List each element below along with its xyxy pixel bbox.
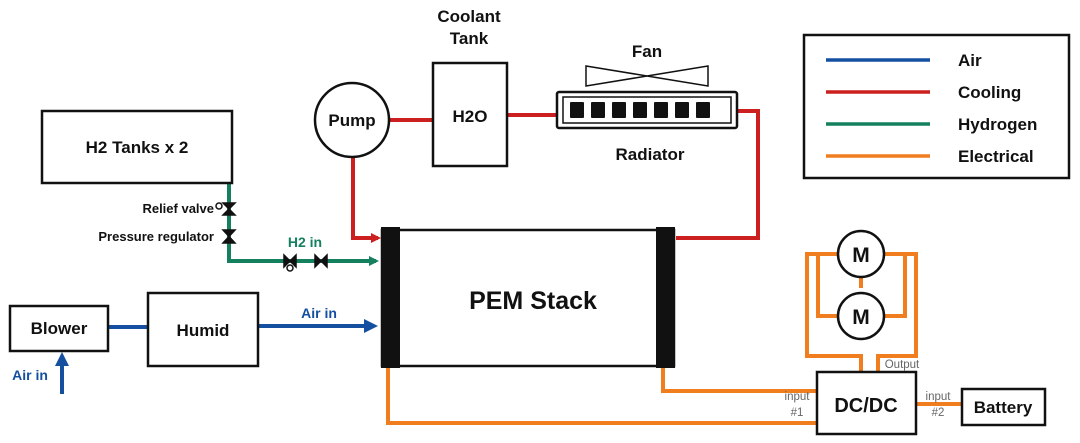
fan-label: Fan — [632, 42, 662, 61]
output-label: Output — [885, 359, 920, 371]
motor2-right-lead — [876, 254, 907, 318]
pem-stack-left-end-plate — [381, 227, 400, 368]
humid-label: Humid — [177, 321, 230, 340]
legend-label-hydrogen: Hydrogen — [958, 115, 1037, 134]
battery-label: Battery — [974, 398, 1033, 417]
motor2-left-lead — [816, 254, 846, 318]
battery-box — [960, 387, 1047, 427]
input2-label-line2: #2 — [932, 407, 945, 419]
motor-1-circle — [836, 229, 886, 279]
pem-stack-label: PEM Stack — [469, 287, 597, 315]
input1-label-line1: input — [785, 391, 811, 403]
fan-icon — [585, 65, 709, 87]
pump-label: Pump — [328, 111, 375, 130]
legend-label-electrical: Electrical — [958, 147, 1034, 166]
coolant-tank-title-line2: Tank — [450, 29, 489, 48]
legend: Air Cooling Hydrogen Electrical — [802, 33, 1071, 180]
cooling-lines — [351, 109, 760, 243]
dcdc-label: DC/DC — [834, 395, 897, 417]
stack-to-dcdc-input1-line — [386, 368, 816, 425]
air-in-stack-label: Air in — [301, 305, 337, 321]
input1-label-line2: #1 — [791, 407, 804, 419]
pem-stack-box — [380, 228, 676, 368]
radiator-label: Radiator — [616, 145, 685, 164]
air-lines — [55, 319, 378, 394]
blower-label: Blower — [31, 319, 88, 338]
radiator-fins — [570, 102, 710, 118]
motor-2-circle — [836, 291, 886, 341]
legend-label-cooling: Cooling — [958, 83, 1021, 102]
pressure-regulator-label: Pressure regulator — [98, 229, 214, 244]
relief-valve-icon — [215, 202, 237, 216]
coolant-tank-label: H2O — [453, 107, 488, 126]
motor-1-label: M — [852, 244, 870, 267]
humid-box — [146, 291, 260, 368]
h2-in-label: H2 in — [288, 234, 322, 250]
input2-label-line1: input — [926, 391, 952, 403]
stack-to-dcdc-line — [661, 368, 816, 393]
pem-stack-right-end-plate — [656, 227, 675, 368]
legend-label-air: Air — [958, 51, 982, 70]
air-in-blower-label: Air in — [12, 367, 48, 383]
blower-box — [8, 304, 110, 353]
coolant-tank-box — [431, 61, 509, 168]
radiator-to-stack-line — [676, 109, 760, 240]
dcdc-box — [815, 370, 918, 436]
h2-inline-valve-2-icon — [314, 253, 328, 269]
pump-circle — [313, 81, 391, 159]
pressure-regulator-icon — [221, 229, 237, 244]
motor-2-label: M — [852, 306, 870, 329]
h2-tanks-label: H2 Tanks x 2 — [86, 138, 189, 157]
coolant-tank-title-line1: Coolant — [437, 7, 501, 26]
pump-to-stack-line — [351, 158, 381, 243]
relief-valve-label: Relief valve — [142, 201, 214, 216]
h2-inline-valve-1-icon — [283, 253, 297, 272]
h2-tanks-box — [40, 109, 234, 185]
